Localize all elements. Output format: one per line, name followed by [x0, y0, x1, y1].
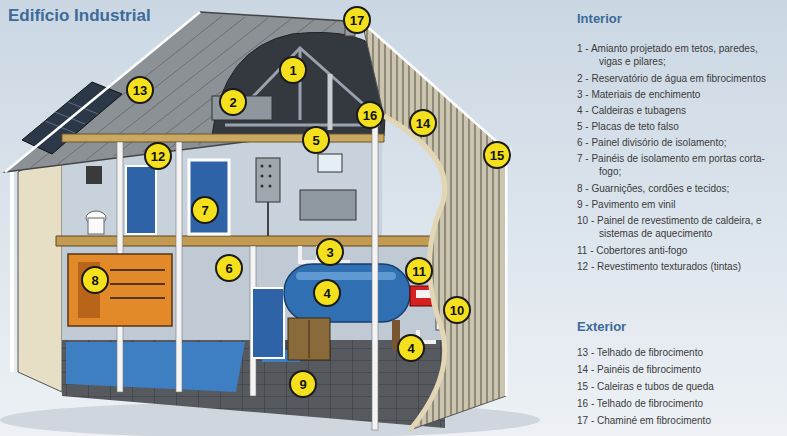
key-item: 16 - Telhado de fibrocimento: [577, 397, 777, 410]
callout-number: 5: [312, 134, 319, 147]
callout-number: 9: [299, 378, 306, 391]
key-item: 14 - Painéis de fibrocimento: [577, 363, 777, 376]
callout-circle: 4: [397, 334, 425, 362]
callout-number: 7: [201, 204, 208, 217]
key-item: 17 - Chaminé em fibrocimento: [577, 414, 777, 427]
callout-circle: 9: [289, 370, 317, 398]
key-item: 5 - Placas de teto falso: [577, 120, 777, 133]
callout-circle: 1: [279, 56, 307, 84]
callout-circle: 8: [81, 266, 109, 294]
callout-number: 4: [407, 342, 414, 355]
callout-number: 1: [289, 64, 296, 77]
callout-number: 17: [350, 14, 364, 27]
callout-circle: 6: [215, 254, 243, 282]
callout-circle: 16: [356, 101, 384, 129]
callout-number: 12: [151, 150, 165, 163]
section-heading: Exterior: [577, 320, 626, 333]
callout-circle: 4: [313, 279, 341, 307]
callout-circle: 14: [409, 109, 437, 137]
callout-circle: 15: [483, 141, 511, 169]
callout-number: 8: [91, 274, 98, 287]
callout-circle: 13: [126, 76, 154, 104]
key-item: 4 - Caldeiras e tubagens: [577, 104, 777, 117]
key-item: 3 - Materiais de enchimento: [577, 88, 777, 101]
callout-circle: 7: [191, 196, 219, 224]
key-item: 15 - Caleiras e tubos de queda: [577, 380, 777, 393]
key-item: 9 - Pavimento em vinil: [577, 198, 777, 211]
callout-number: 4: [323, 287, 330, 300]
callout-circle: 11: [405, 257, 433, 285]
callout-number: 15: [490, 149, 504, 162]
key-item: 10 - Painel de revestimento de caldeira,…: [577, 214, 777, 240]
callout-number: 2: [229, 96, 236, 109]
callout-circle: 3: [316, 238, 344, 266]
callout-circle: 12: [144, 142, 172, 170]
key-item: 2 - Reservatório de água em fibrocimento…: [577, 72, 777, 85]
key-item: 1 - Amianto projetado em tetos, paredes,…: [577, 42, 777, 68]
callout-circle: 10: [443, 296, 471, 324]
key-item: 8 - Guarnições, cordões e tecidos;: [577, 182, 777, 195]
callout-number: 16: [363, 109, 377, 122]
callout-circle: 2: [219, 88, 247, 116]
key-item: 7 - Painéis de isolamento em portas cort…: [577, 152, 777, 178]
callout-number: 6: [225, 262, 232, 275]
callout-number: 10: [450, 304, 464, 317]
key-item: 11 - Cobertores anti-fogo: [577, 244, 777, 257]
callout-number: 3: [326, 246, 333, 259]
callout-circle: 17: [343, 6, 371, 34]
key-item: 13 - Telhado de fibrocimento: [577, 346, 777, 359]
callout-number: 13: [133, 84, 147, 97]
callout-circle: 5: [302, 126, 330, 154]
diagram-title: Edifício Industrial: [8, 6, 151, 26]
key-item: 12 - Revestimento texturados (tintas): [577, 260, 777, 273]
callout-number: 11: [412, 265, 426, 278]
section-heading: Interior: [577, 12, 622, 25]
key-item: 6 - Painel divisório de isolamento;: [577, 136, 777, 149]
callout-number: 14: [416, 117, 430, 130]
